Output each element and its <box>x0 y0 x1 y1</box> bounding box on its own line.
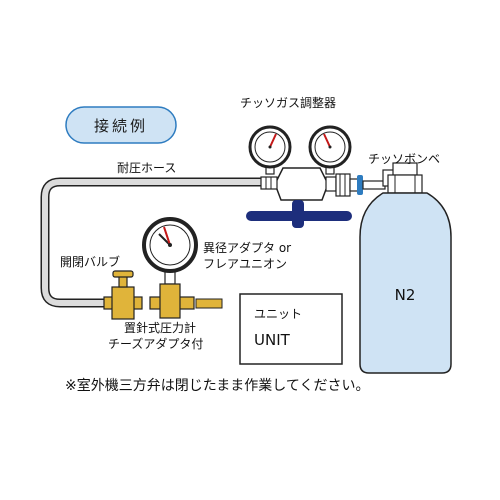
left-regulator-gauge-icon <box>248 125 292 169</box>
hose-label: 耐圧ホース <box>117 161 176 175</box>
cylinder-label: チッソボンベ <box>368 152 440 166</box>
regulator-body <box>274 167 329 201</box>
gauge-label-line1: 置針式圧力計 <box>124 320 196 335</box>
pressure-hose <box>40 177 265 308</box>
adapter-label-line2: フレアユニオン <box>203 257 287 271</box>
cylinder-body <box>359 192 452 374</box>
regulator-label: チッソガス調整器 <box>240 95 336 110</box>
title-text: 接続例 <box>94 117 148 135</box>
gauge-label-line2: チーズアダプタ付 <box>108 336 203 351</box>
unit-label-en: UNIT <box>254 331 291 349</box>
cylinder-gas-label: N2 <box>395 286 416 304</box>
nitrogen-regulator <box>246 125 386 228</box>
hose-inner <box>42 179 265 306</box>
adapter-label-line1: 異径アダプタ or <box>203 240 291 255</box>
valve-label: 開閉バルブ <box>60 254 120 269</box>
unit-box: ユニット UNIT <box>239 293 343 365</box>
blue-washer <box>357 175 363 195</box>
open-close-valve <box>103 270 143 320</box>
title-badge: 接続例 <box>65 106 177 144</box>
unit-label-ja: ユニット <box>254 307 302 321</box>
nitrogen-cylinder: N2 <box>359 162 452 374</box>
regulator-handle <box>246 200 352 228</box>
caution-note: ※室外機三方弁は閉じたまま作業してください。 <box>65 377 369 394</box>
right-regulator-gauge-icon <box>308 125 352 169</box>
reducer-adapter <box>195 298 223 309</box>
pressure-gauge-with-tee <box>142 217 198 319</box>
title-bubble <box>65 106 177 144</box>
